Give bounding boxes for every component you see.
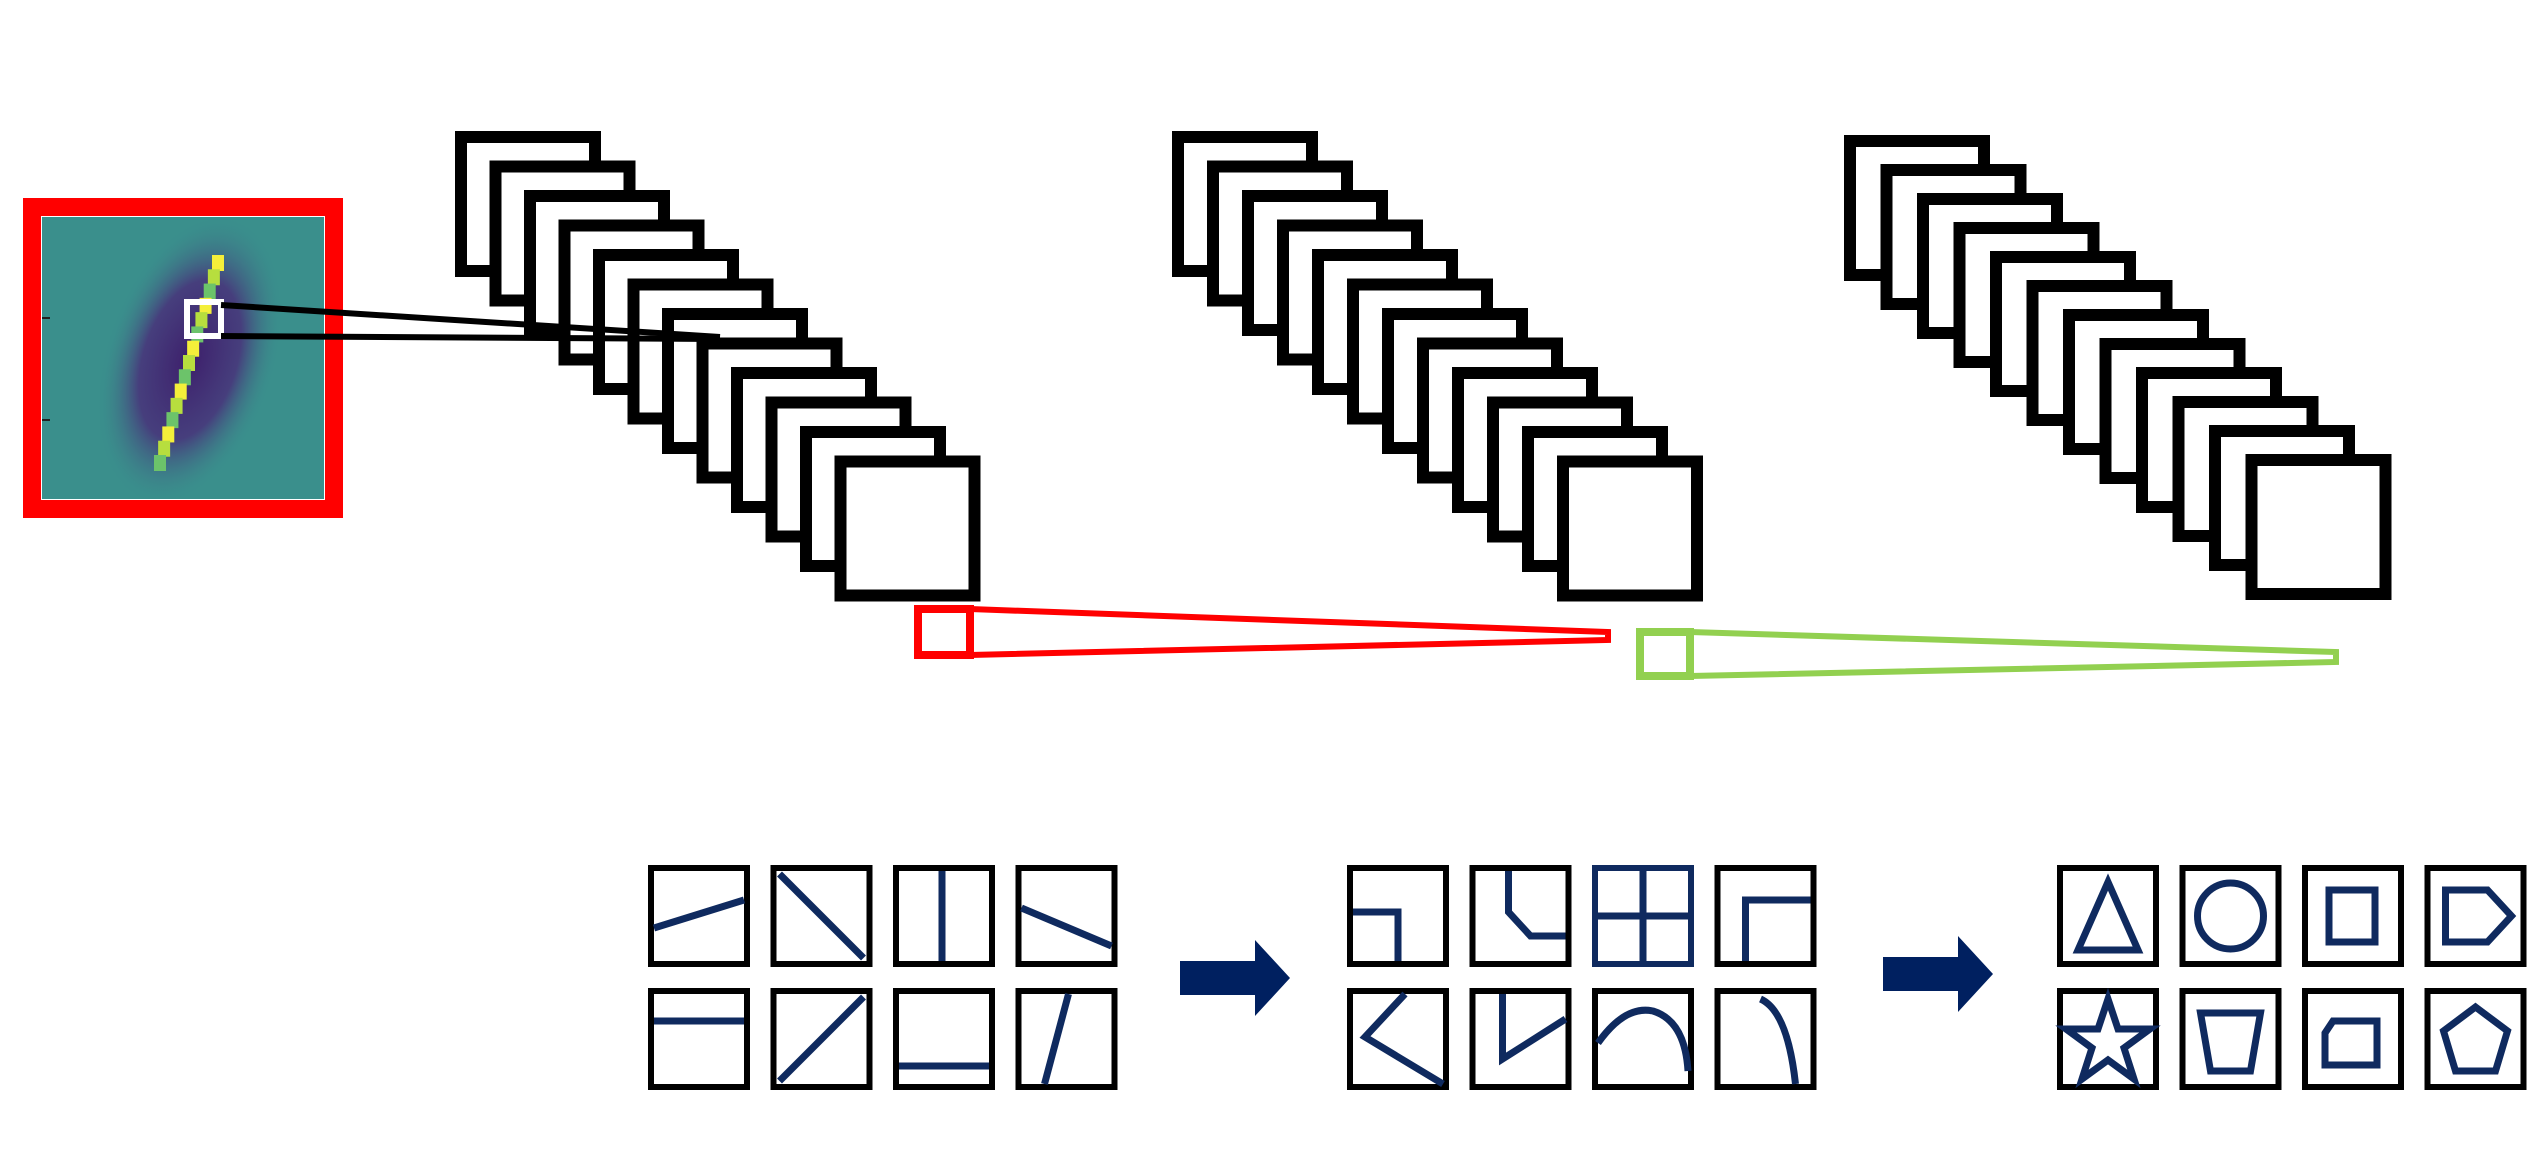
icon-stroke xyxy=(1595,1006,1692,1072)
feature-icon-horizontal-top xyxy=(648,988,750,1090)
digit-stroke-pixel xyxy=(170,397,183,414)
icon-stroke xyxy=(1353,908,1402,961)
feature-map xyxy=(1557,455,1703,602)
feature-icon-diagonal-down xyxy=(770,865,873,967)
layer1-receptive-field xyxy=(914,605,974,659)
digit-stroke-pixel xyxy=(203,283,216,300)
arrow-2 xyxy=(1883,936,1993,1012)
icon-frame xyxy=(1469,988,1572,1090)
icon-stroke xyxy=(2072,873,2144,954)
arrow-1 xyxy=(1180,940,1290,1016)
icon-stroke xyxy=(2439,1002,2512,1075)
icon-frame xyxy=(1469,865,1572,967)
digit-stroke-pixel xyxy=(187,340,200,357)
feature-icon-chevron-left xyxy=(1347,988,1449,1090)
feature-icon-star xyxy=(2055,987,2161,1090)
feature-icon-v-angle xyxy=(1469,988,1572,1090)
digit-stroke-pixel xyxy=(207,269,220,286)
feature-stack-layer-2 xyxy=(1172,131,1703,602)
digit-stroke-pixel xyxy=(158,440,171,457)
feature-icon-arc-top xyxy=(1592,988,1694,1090)
icon-stroke xyxy=(1041,993,1072,1085)
feature-icon-triangle xyxy=(2057,865,2159,967)
feature-map xyxy=(2245,454,2392,600)
feature-group-edge-features xyxy=(648,865,1118,1090)
digit-stroke-pixel xyxy=(212,255,224,271)
icon-frame xyxy=(648,988,750,1090)
icon-stroke xyxy=(1499,994,1568,1066)
icon-stroke xyxy=(1758,995,1799,1085)
icon-stroke xyxy=(1020,904,1113,950)
feature-icon-line-down-shallow xyxy=(1015,865,1118,967)
input-image-frame xyxy=(23,198,343,518)
layer1-connector xyxy=(969,606,1611,658)
digit-stroke-pixel xyxy=(154,455,166,471)
icon-stroke xyxy=(1359,991,1445,1087)
feature-icon-grid-cross xyxy=(1592,865,1694,967)
layer2-connector xyxy=(1689,629,2339,679)
digit-stroke-pixel xyxy=(162,426,175,443)
feature-map-stacks xyxy=(455,131,2392,602)
feature-icon-vertical-line xyxy=(893,865,995,967)
feature-icon-diagonal-up xyxy=(770,988,873,1090)
icon-frame xyxy=(1592,988,1694,1090)
icon-stroke xyxy=(2196,1009,2265,1075)
layer2-receptive-field xyxy=(1636,628,1694,680)
feature-icon-curve-right xyxy=(1714,988,1817,1090)
feature-group-part-features xyxy=(1347,865,1817,1090)
icon-frame xyxy=(2302,865,2404,967)
icon-stroke xyxy=(2325,886,2379,946)
icon-frame xyxy=(893,988,995,1090)
icon-frame xyxy=(2179,988,2282,1090)
icon-frame xyxy=(1714,988,1817,1090)
feature-group-shape-features xyxy=(2055,865,2527,1090)
icon-frame xyxy=(1015,988,1118,1090)
icon-stroke xyxy=(777,871,866,961)
connector-line xyxy=(220,333,721,342)
icon-stroke xyxy=(1742,896,1811,961)
icon-stroke xyxy=(2321,1017,2381,1069)
feature-icon-trapezoid xyxy=(2179,988,2282,1090)
icon-stroke xyxy=(652,896,746,932)
feature-icon-bent-corner xyxy=(1469,865,1572,967)
feature-stack-layer-3 xyxy=(1844,135,2392,600)
feature-map xyxy=(834,455,981,602)
digit-stroke-pixel xyxy=(183,355,195,371)
input-image-content xyxy=(96,217,284,499)
icon-stroke xyxy=(1505,871,1566,940)
icon-frame xyxy=(1714,865,1817,967)
feature-icon-corner-top-right xyxy=(1347,865,1449,967)
feature-icon-house-shape xyxy=(2302,988,2404,1090)
icon-stroke xyxy=(2055,987,2161,1089)
icon-stroke xyxy=(2194,879,2267,953)
icon-stroke xyxy=(2442,886,2517,946)
progression-arrows xyxy=(1180,936,1993,1016)
input-image-group xyxy=(23,198,343,518)
input-receptive-field xyxy=(184,299,224,339)
connector-line xyxy=(220,302,721,340)
feature-stack-layer-1 xyxy=(455,131,981,602)
digit-stroke-pixel xyxy=(178,369,191,386)
digit-stroke-pixel xyxy=(195,312,208,329)
feature-icon-pentagon-arrow xyxy=(2424,865,2527,967)
digit-stroke-pixel xyxy=(166,412,179,429)
feature-icon-grids xyxy=(648,865,2527,1090)
icon-stroke xyxy=(777,994,866,1084)
receptive-field-connectors xyxy=(220,302,2339,680)
feature-icon-steep-line xyxy=(1015,988,1118,1090)
digit-stroke-pixel xyxy=(174,383,187,400)
feature-icon-circle xyxy=(2179,865,2282,967)
feature-icon-horizontal-bottom xyxy=(893,988,995,1090)
feature-icon-line-shallow xyxy=(648,865,750,967)
icon-frame xyxy=(2302,988,2404,1090)
feature-icon-pentagon xyxy=(2424,988,2527,1090)
feature-icon-square xyxy=(2302,865,2404,967)
feature-icon-corner-top-left xyxy=(1714,865,1817,967)
